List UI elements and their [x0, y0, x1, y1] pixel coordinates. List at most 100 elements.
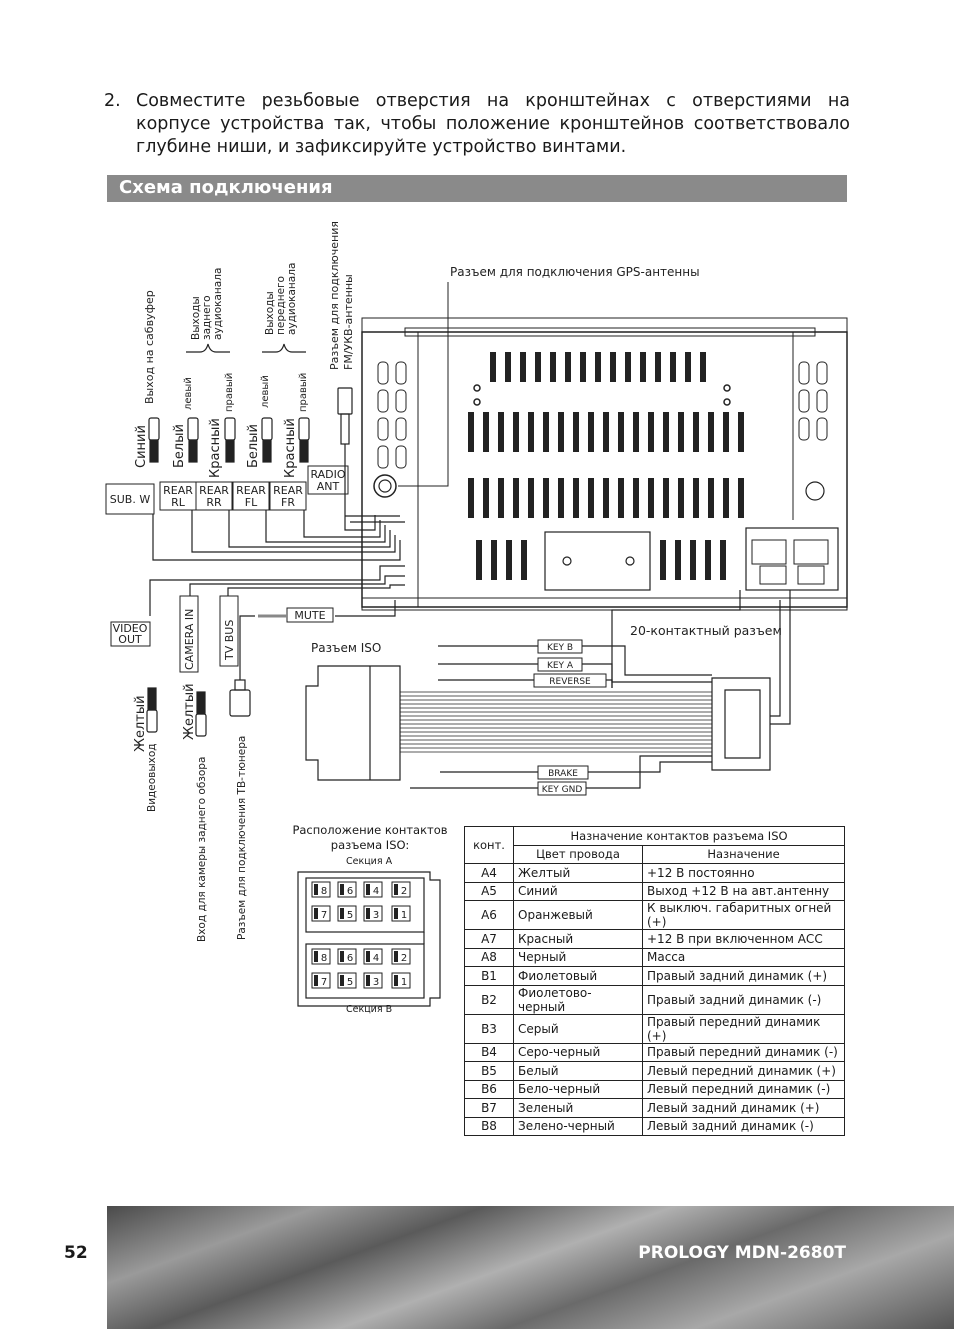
radio-ant-line2: ANT — [317, 480, 340, 493]
pin-cell: B6 — [464, 1079, 514, 1099]
iso-pin-key — [314, 884, 318, 895]
iso-pin-layout — [297, 871, 441, 1007]
mute-label: MUTE — [294, 609, 325, 622]
iso-layout-title-line1: Расположение контактов — [292, 823, 448, 837]
col-pin-header: конт. — [464, 826, 514, 864]
iso-pin-number: 8 — [321, 953, 327, 964]
pin-cell: A4 — [464, 863, 514, 883]
rear-rl-line1: REAR — [163, 484, 193, 497]
iso-pin-number: 5 — [347, 910, 353, 921]
rear-fr-line1: REAR — [273, 484, 303, 497]
purpose-cell: Правый передний динамик (+) — [642, 1013, 845, 1044]
intro-paragraph: 2. Совместите резьбовые отверстия на кро… — [104, 90, 850, 159]
iso-pin-key — [394, 908, 398, 919]
pin-cell: A8 — [464, 947, 514, 967]
pin-cell: B4 — [464, 1042, 514, 1062]
rear-fr-line2: FR — [281, 496, 295, 509]
iso-pin-symbol — [391, 881, 411, 898]
iso-pin-symbol — [311, 972, 331, 989]
camera-desc: Вход для камеры заднего обзора — [196, 757, 208, 942]
wire-cell: Серо-черный — [513, 1042, 643, 1062]
iso-pin-number: 2 — [401, 886, 407, 897]
iso-pin-key — [340, 975, 344, 986]
video-out-line1: VIDEO — [113, 622, 148, 635]
section-b-label: Секция В — [346, 1004, 393, 1015]
iso-pin-key — [394, 975, 398, 986]
subwoofer-out-label: Выход на сабвуфер — [143, 290, 156, 404]
iso-connector — [305, 665, 401, 781]
col-purpose-header: Назначение — [642, 844, 845, 864]
iso-pin-number: 2 — [401, 953, 407, 964]
step-number: 2. — [104, 91, 121, 111]
front-left-label: левый — [260, 375, 271, 408]
iso-pin-number: 8 — [321, 886, 327, 897]
iso-pin-number: 7 — [321, 910, 327, 921]
brake-tag: BRAKE — [548, 769, 578, 779]
white-wire-label-front: Белый — [246, 424, 261, 468]
iso-pin-key — [340, 908, 344, 919]
wire-cell: Белый — [513, 1061, 643, 1081]
radio-ant-line1: RADIO — [310, 468, 345, 481]
purpose-cell: +12 В постоянно — [642, 863, 845, 883]
white-wire-label-rear: Белый — [172, 424, 187, 468]
table-title: Назначение контактов разъема ISO — [513, 826, 845, 846]
iso-pin-number: 4 — [373, 953, 379, 964]
wire-cell: Синий — [513, 881, 643, 901]
iso-pin-number: 6 — [347, 953, 353, 964]
iso-pin-symbol — [363, 905, 383, 922]
key-b-tag: KEY B — [547, 643, 573, 653]
rear-out-line2: заднего — [201, 295, 213, 340]
pin-cell: B1 — [464, 966, 514, 986]
tv-desc: Разъем для подключения ТВ-тюнера — [236, 736, 248, 940]
video-out-desc: Видеовыход — [146, 743, 158, 812]
iso-pin-key — [314, 975, 318, 986]
iso-pin-key — [366, 884, 370, 895]
footer-band — [107, 1206, 954, 1329]
rear-fl-line1: REAR — [236, 484, 266, 497]
front-out-line3: аудиоканала — [286, 263, 298, 335]
iso-pin-symbol — [391, 948, 411, 965]
iso-pin-symbol — [337, 881, 357, 898]
pin-cell: B5 — [464, 1061, 514, 1081]
iso-pin-number: 6 — [347, 886, 353, 897]
iso-pin-table: конт. Назначение контактов разъема ISO Ц… — [464, 826, 845, 1136]
iso-pin-symbol — [337, 905, 357, 922]
iso-pin-number: 4 — [373, 886, 379, 897]
iso-pin-symbol — [311, 881, 331, 898]
reverse-tag: REVERSE — [549, 677, 591, 687]
pin-cell: B2 — [464, 984, 514, 1015]
wire-cell: Фиолетово-черный — [513, 984, 643, 1015]
rear-out-line1: Выходы — [190, 296, 202, 340]
iso-layout-title: Расположение контактов разъема ISO: — [290, 823, 450, 853]
pin20-label: 20-контактный разъем — [630, 623, 782, 638]
wire-cell: Зеленый — [513, 1098, 643, 1118]
iso-pin-key — [340, 951, 344, 962]
iso-pin-key — [366, 951, 370, 962]
yellow-video-label: Желтый — [133, 695, 148, 752]
rear-rr-line2: RR — [206, 496, 222, 509]
iso-pin-number: 7 — [321, 977, 327, 988]
purpose-cell: Правый задний динамик (-) — [642, 984, 845, 1015]
iso-pin-symbol — [311, 905, 331, 922]
brand-model: PROLOGY MDN-2680T — [638, 1243, 846, 1263]
gps-label: Разъем для подключения GPS-антенны — [450, 265, 700, 279]
rear-fl-line2: FL — [245, 496, 258, 509]
iso-pin-number: 1 — [401, 977, 407, 988]
red-wire-label-rear: Красный — [208, 418, 223, 478]
purpose-cell: Левый задний динамик (-) — [642, 1116, 845, 1136]
red-wire-label-front: Красный — [283, 418, 298, 478]
wire-cell: Серый — [513, 1013, 643, 1044]
section-header: Схема подключения — [107, 175, 847, 202]
tv-bus-label: TV BUS — [223, 620, 236, 661]
purpose-cell: К выключ. габаритных огней (+) — [642, 900, 845, 930]
sub-w-box: SUB. W — [110, 493, 151, 506]
purpose-cell: Левый задний динамик (+) — [642, 1098, 845, 1118]
front-right-label: правый — [298, 373, 309, 412]
